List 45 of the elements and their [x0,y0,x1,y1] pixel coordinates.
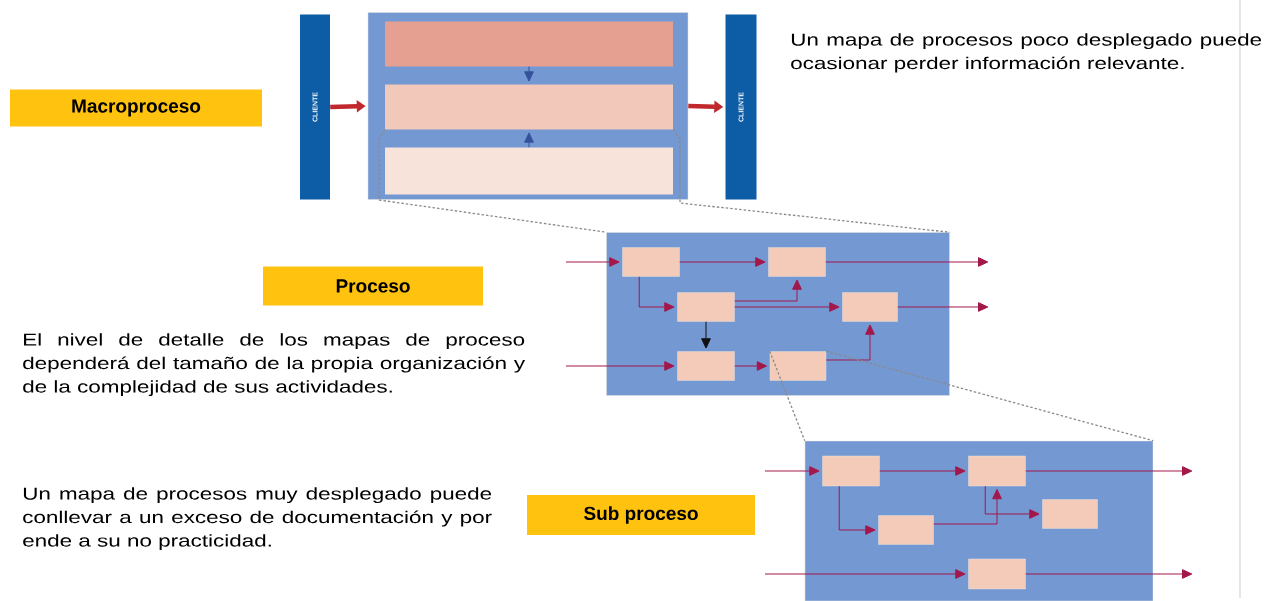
arrow [565,361,675,371]
arrow [638,276,675,312]
process-band [385,84,673,130]
activity-box [768,247,826,277]
arrow [734,302,840,312]
process-band [385,147,673,195]
activity-box [968,455,1026,487]
title-banner: Sub proceso [527,495,755,535]
title-banner: Proceso [263,266,483,306]
activity-box [878,515,934,545]
note-text: El nivel de detalle de los mapas de proceso dependerá del tamaño de la propia organización y de la complejidad de sus actividades. [23,333,526,397]
arrow [825,324,875,361]
note-text: Un mapa de procesos poco desplegado puede ocasionar perder información relevante. [791,33,1262,73]
activity-box [968,558,1026,590]
arrow [679,257,766,267]
arrow [1025,466,1193,476]
zoom-line [672,129,951,233]
arrow [879,466,966,476]
arrow [984,485,1040,519]
activity-box [677,351,735,381]
arrow [565,257,620,267]
arrow [734,279,802,302]
arrow [933,488,1002,525]
zoom-line [825,350,1154,442]
activity-box [842,292,898,322]
arrow [524,132,534,148]
arrow [734,361,768,371]
activity-box [822,455,880,487]
arrow [1025,569,1193,579]
arrow [701,321,711,349]
zoom-line [378,129,607,233]
arrow [838,485,876,535]
activity-box [677,292,735,322]
note-text: Un mapa de procesos muy desplegado puede conllevar a un exceso de documentación y por ende a su no practicidad. [23,487,492,551]
arrow [764,569,966,579]
zoom-line [769,350,806,442]
arrow [764,466,820,476]
process-band [385,21,673,67]
arrow [897,302,989,312]
activity-box [769,351,827,381]
title-banner: Macroproceso [10,89,262,127]
activity-box [1042,499,1098,529]
arrow [825,257,989,267]
arrow [524,66,534,82]
activity-box [622,247,680,277]
